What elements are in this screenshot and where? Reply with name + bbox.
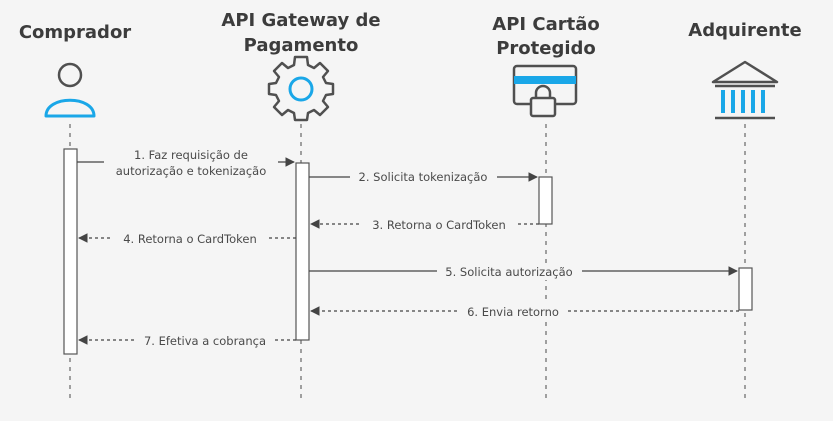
message-2-label-bg [350, 169, 497, 185]
actor-title-adquirente: Adquirente [688, 20, 801, 41]
card-lock-icon [512, 64, 578, 118]
message-6-label-bg [458, 304, 568, 320]
message-1-label-line2: autorização e tokenização [116, 164, 267, 178]
message-7-label: 7. Efetiva a cobrança [144, 334, 266, 348]
actor-title-gateway-line2: Pagamento [244, 35, 359, 56]
message-5-label: 5. Solicita autorização [445, 265, 572, 279]
message-2-label: 2. Solicita tokenização [359, 170, 488, 184]
actor-title-cartao-line2: Protegido [496, 38, 596, 59]
message-1-label-bg [104, 148, 278, 178]
user-icon [44, 62, 96, 118]
activation-adquirente [738, 267, 753, 311]
message-7-label-bg [135, 333, 275, 349]
message-4-label-bg [113, 231, 267, 247]
message-3-label-bg [362, 217, 516, 233]
bank-icon [711, 60, 779, 120]
actor-title-cartao-line1: API Cartão [492, 14, 599, 35]
activation-gateway [295, 162, 310, 341]
actor-title-comprador: Comprador [19, 22, 131, 43]
message-1-label-line1: 1. Faz requisição de [134, 148, 248, 162]
actor-title-gateway-line1: API Gateway de [221, 10, 380, 31]
gear-icon [267, 55, 335, 122]
message-6-label: 6. Envia retorno [467, 305, 559, 319]
activation-comprador [63, 148, 78, 355]
message-4-label: 4. Retorna o CardToken [123, 232, 257, 246]
message-5-label-bg [437, 264, 582, 280]
activation-cartao [538, 176, 553, 225]
message-3-label: 3. Retorna o CardToken [372, 218, 506, 232]
